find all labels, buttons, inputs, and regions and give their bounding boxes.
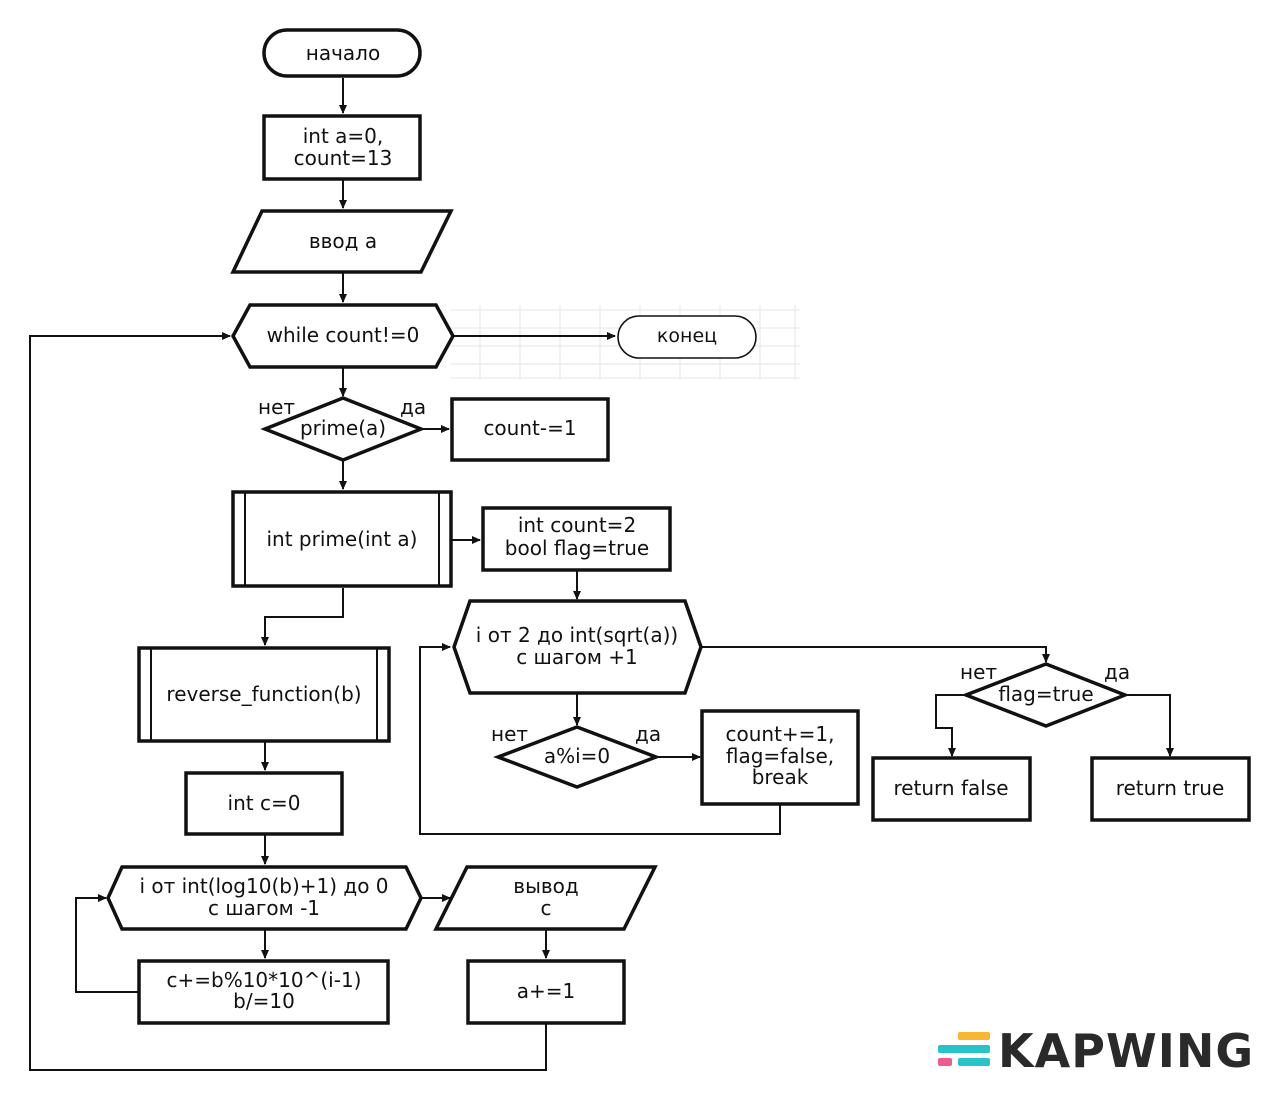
end-label: конец [657, 325, 717, 347]
found-line-3: break [752, 765, 809, 789]
return-false-process [871, 756, 1032, 822]
prime-function-label: int prime(int a) [267, 527, 418, 551]
flag-check-decision [961, 662, 1130, 728]
connectors [29, 78, 1174, 1071]
kapwing-brand-text: KAPWING [998, 1024, 1254, 1078]
increment-a-process [466, 959, 626, 1025]
start-label: начало [306, 41, 380, 65]
reverse-function-label: reverse_function(b) [166, 682, 361, 706]
output-line-1: вывод [513, 874, 578, 898]
calc-process [137, 959, 390, 1025]
calc-line-1: c+=b%10*10^(i-1) [167, 968, 362, 992]
while-label: while count!=0 [267, 323, 420, 347]
found-line-2: flag=false, [726, 744, 834, 768]
kapwing-logo-bar-3b [958, 1058, 990, 1066]
flag-check-yes-label: да [1104, 660, 1130, 684]
mod-check-label: a%i=0 [544, 744, 610, 768]
prime-init-line-1: int count=2 [518, 513, 636, 537]
kapwing-logo-bar-2 [938, 1045, 990, 1053]
count-decrement-process [450, 397, 610, 462]
input-a-parallelogram [230, 209, 454, 274]
kapwing-logo-bar-1 [958, 1032, 990, 1040]
prime-check-label: prime(a) [300, 416, 386, 440]
while-loop-hexagon [231, 303, 455, 369]
kapwing-watermark: KAPWING [938, 1024, 1254, 1078]
mod-check-decision [493, 725, 661, 789]
end-terminal [617, 315, 757, 359]
prime-init-process [481, 506, 672, 572]
int-c-process [184, 771, 344, 836]
init-process [262, 114, 422, 181]
reverse-loop-line-2: с шагом -1 [208, 896, 320, 920]
prime-init-line-2: bool flag=true [505, 536, 649, 560]
reverse-function-subroutine [137, 646, 391, 743]
int-c-label: int c=0 [228, 791, 301, 815]
prime-function-subroutine [231, 490, 453, 588]
prime-check-decision [260, 396, 426, 462]
mod-check-yes-label: да [635, 722, 661, 746]
count-decrement-label: count-=1 [483, 416, 576, 440]
kapwing-logo-bar-3a [938, 1058, 952, 1066]
found-divisor-process [700, 709, 860, 806]
output-line-2: c [541, 896, 552, 920]
increment-a-label: a+=1 [517, 979, 576, 1003]
init-line-2: count=13 [294, 146, 393, 170]
reverse-loop-line-1: i от int(log10(b)+1) до 0 [139, 874, 388, 898]
return-true-process [1090, 756, 1251, 822]
flag-check-no-label: нет [960, 660, 997, 684]
output-parallelogram [433, 865, 658, 931]
sqrt-loop-line-1: i от 2 до int(sqrt(a)) [476, 623, 678, 647]
init-line-1: int a=0, [303, 124, 384, 148]
input-a-label: ввод a [309, 229, 377, 253]
start-terminal [262, 28, 422, 78]
flag-check-label: flag=true [998, 682, 1093, 706]
return-true-label: return true [1116, 776, 1225, 800]
prime-check-no-label: нет [258, 395, 295, 419]
sqrt-loop-hexagon [452, 599, 703, 695]
sqrt-loop-line-2: с шагом +1 [516, 645, 638, 669]
mod-check-no-label: нет [491, 722, 528, 746]
prime-check-yes-label: да [400, 395, 426, 419]
found-line-1: count+=1, [725, 722, 834, 746]
reverse-loop-hexagon [106, 865, 423, 931]
return-false-label: return false [893, 776, 1008, 800]
calc-line-2: b/=10 [233, 989, 295, 1013]
